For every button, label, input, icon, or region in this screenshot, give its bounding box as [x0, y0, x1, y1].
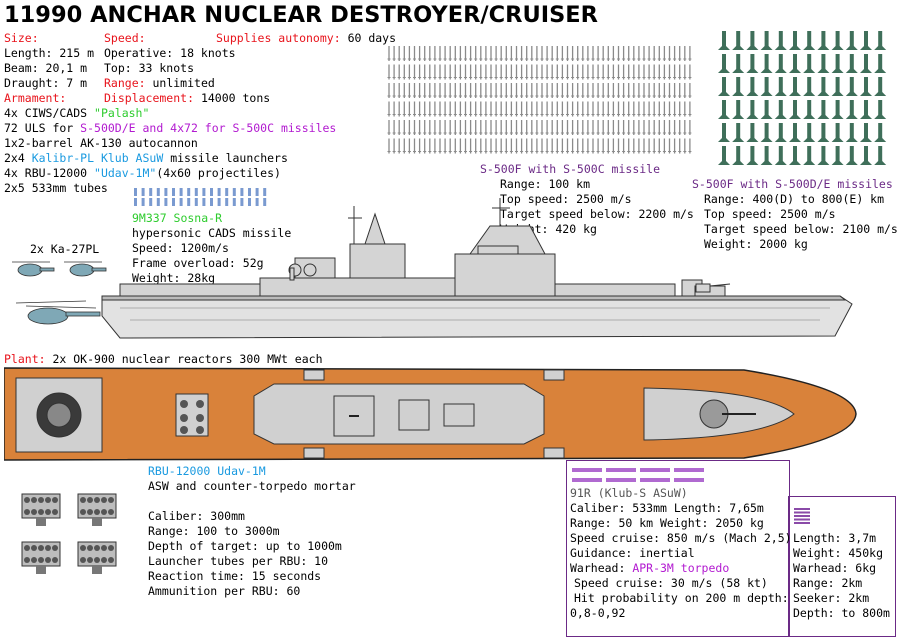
sosna-block: 9M337 Sosna-R hypersonic CADS missile Sp… [132, 211, 291, 286]
kalibr-name: Kalibr-PL Klub ASuW [31, 151, 164, 165]
displacement-value: 14000 tons [200, 91, 271, 105]
s500c-top-speed: Top speed: 2500 m/s [500, 192, 632, 206]
torpedo-warhead-label: Warhead: [570, 561, 633, 575]
rbu12000-range: Range: 100 to 3000m [148, 524, 280, 538]
ciws-name: "Palash" [94, 106, 150, 120]
klub-block: 91R (Klub-S ASuW) Caliber: 533mm Length:… [570, 486, 792, 621]
autocannon-text: 1x2-barrel AK-130 autocannon [4, 136, 198, 150]
apr3m-depth: Depth: to 800m [793, 606, 890, 620]
torpedo-probability-value: 0,8-0,92 [570, 606, 626, 620]
rbu-name: "Udav-1M" [94, 166, 157, 180]
specs-block: Size: Speed: Supplies autonomy: 60 days Le… [4, 31, 396, 196]
apr3m-seeker: Seeker: 2km [793, 591, 870, 605]
torpedo-tubes: 2x5 533mm tubes [4, 181, 108, 195]
operative-speed: Operative: 18 knots [104, 46, 236, 60]
uls-text: 72 ULS for [4, 121, 81, 135]
plant-line: Plant: 2x OK-900 nuclear reactors 300 MW… [4, 352, 323, 367]
sosna-overload: Frame overload: 52g [132, 256, 264, 270]
rbu12000-tubes: Launcher tubes per RBU: 10 [148, 554, 329, 568]
speed-label: Speed: [104, 31, 146, 45]
torpedo-speed: Speed cruise: 30 m/s (58 kt) [574, 576, 768, 590]
supplies-value: 60 days [347, 31, 397, 45]
sosna-weight: Weight: 28kg [132, 271, 216, 285]
helicopters-label: 2x Ka-27PL [30, 242, 100, 256]
klub-caliber: Caliber: 533mm Length: 7,65m [570, 501, 764, 515]
apr3m-block: Length: 3,7m Weight: 450kg Warhead: 6kg … [793, 531, 890, 621]
s500de-weight: Weight: 2000 kg [704, 237, 808, 251]
apr3m-torpedo-icon [794, 508, 810, 524]
s500de-header: S-500F with S-500D/E missiles [692, 177, 893, 191]
s500c-range: Range: 100 km [500, 177, 591, 191]
kalibr-count: 2x4 [4, 151, 32, 165]
uls-missiles: S-500D/E and 4x72 for S-500C missiles [80, 121, 337, 135]
apr3m-length: Length: 3,7m [793, 531, 877, 545]
rbu12000-depth: Depth of target: up to 1000m [148, 539, 342, 553]
rbu-projectiles: (4x60 projectiles) [156, 166, 281, 180]
supplies-label: Supplies autonomy: [216, 31, 341, 45]
ship-side-profile-icon [101, 198, 853, 339]
rbu12000-ammo: Ammunition per RBU: 60 [148, 584, 301, 598]
draught-spec: Draught: 7 m [4, 76, 88, 90]
sosna-missile-rack-icon [134, 188, 267, 206]
armament-label: Armament: [4, 91, 67, 105]
apr3m-warhead: Warhead: 6kg [793, 561, 877, 575]
rbu12000-caliber: Caliber: 300mm [148, 509, 245, 523]
top-speed: Top: 33 knots [104, 61, 195, 75]
rbu-count: 4x RBU-12000 [4, 166, 95, 180]
torpedo-hit-probability: Hit probability on 200 m depth: [574, 591, 789, 605]
s500c-header: S-500F with S-500C missile [480, 162, 661, 176]
size-label: Size: [4, 31, 39, 45]
klub-missile-icon [572, 468, 704, 482]
rbu12000-name: RBU-12000 Udav-1M [148, 464, 266, 478]
rbu12000-block: RBU-12000 Udav-1M ASW and counter-torped… [148, 464, 356, 599]
klub-name: 91R (Klub-S ASuW) [570, 486, 688, 500]
length-spec: Length: 215 m [4, 46, 95, 60]
s500de-target-speed: Target speed below: 2100 m/s [704, 222, 898, 236]
s500de-missile-rack-icon [718, 31, 887, 165]
klub-guidance: Guidance: inertial [570, 546, 695, 560]
range-value: unlimited [152, 76, 215, 90]
s500de-range: Range: 400(D) to 800(E) km [704, 192, 885, 206]
s500c-target-speed: Target speed below: 2200 m/s [500, 207, 694, 221]
apr3m-range: Range: 2km [793, 576, 863, 590]
beam-spec: Beam: 20,1 m [4, 61, 88, 75]
s500c-missile-rack-icon [387, 46, 692, 154]
plant-label: Plant: [4, 352, 46, 366]
kalibr-suffix: missile launchers [163, 151, 288, 165]
ciws-text: 4x CIWS/CADS [4, 106, 95, 120]
ship-deck-plan-icon [4, 367, 857, 461]
sosna-desc: hypersonic CADS missile [132, 226, 292, 240]
torpedo-name: APR-3M torpedo [632, 561, 730, 575]
apr3m-weight: Weight: 450kg [793, 546, 884, 560]
page-title: 11990 ANCHAR NUCLEAR DESTROYER/CRUISER [4, 2, 598, 28]
s500de-block: S-500F with S-500D/E missiles Range: 400… [692, 177, 898, 252]
rbu12000-reaction: Reaction time: 15 seconds [148, 569, 322, 583]
sosna-speed: Speed: 1200m/s [132, 241, 229, 255]
helicopter-icon [12, 261, 107, 325]
range-label: Range: [104, 76, 146, 90]
sosna-name: 9M337 Sosna-R [132, 211, 223, 225]
klub-range: Range: 50 km Weight: 2050 kg [570, 516, 764, 530]
klub-speed: Speed cruise: 850 m/s (Mach 2,5) [570, 531, 792, 545]
s500c-block: S-500F with S-500C missile Range: 100 km… [480, 162, 694, 237]
rbu-launcher-icon [21, 493, 117, 574]
plant-value: 2x OK-900 nuclear reactors 300 MWt each [52, 352, 323, 366]
rbu12000-desc: ASW and counter-torpedo mortar [148, 479, 356, 493]
displacement-label: Displacement: [104, 91, 195, 105]
s500de-top-speed: Top speed: 2500 m/s [704, 207, 836, 221]
